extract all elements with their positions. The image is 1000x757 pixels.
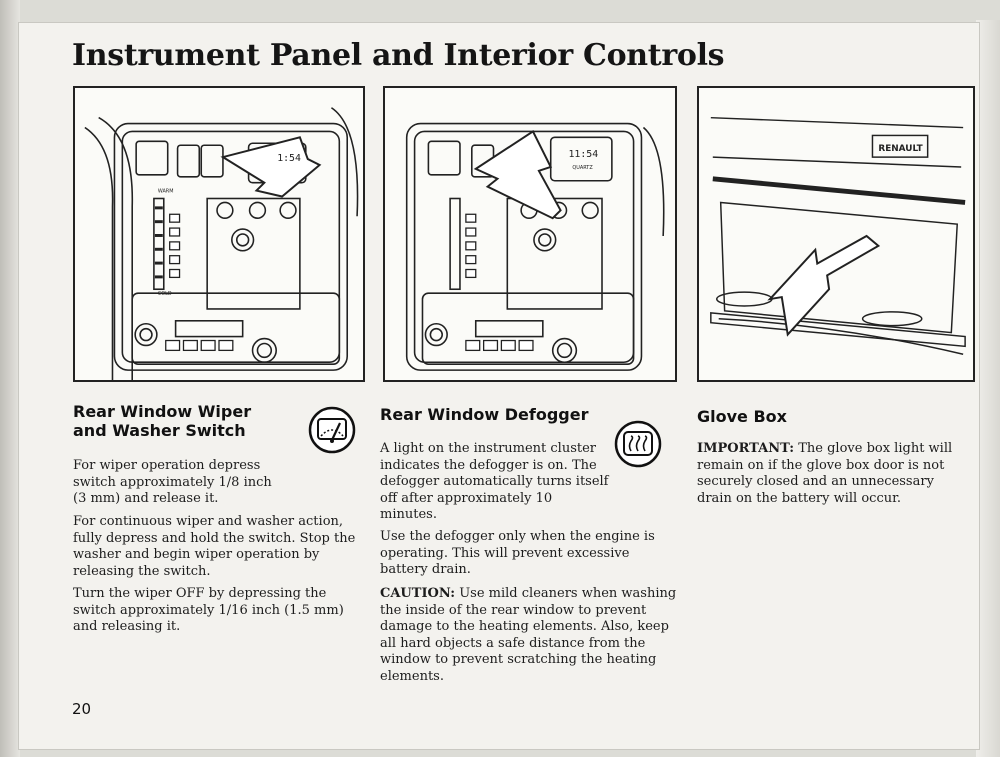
defogger-illustration: 11:54 QUARTZ	[383, 86, 677, 382]
console-drawing-2: 11:54 QUARTZ	[405, 122, 665, 371]
rear-wiper-icon	[308, 406, 356, 454]
defogger-paragraph-1: A light on the instrument cluster indica…	[380, 441, 609, 522]
book-spine	[0, 0, 20, 757]
important-text: The glove box light will remain on if th…	[697, 441, 953, 506]
glove-box-illustration: RENAULT	[697, 86, 975, 382]
next-page-edge	[976, 20, 1000, 757]
rear-defogger-icon	[614, 420, 662, 468]
wiper-paragraph-2: For continuous wiper and washer action, …	[73, 514, 356, 579]
pointer-arrow-1	[220, 136, 322, 198]
page-title: Instrument Panel and Interior Controls	[72, 38, 725, 73]
wiper-switch-illustration: 1:54 WARM COLD	[73, 86, 365, 382]
caution-text: Use mild cleaners when washing the insid…	[380, 586, 677, 684]
defogger-caution: CAUTION: Use mild cleaners when washing …	[380, 586, 678, 685]
important-label: IMPORTANT:	[697, 441, 795, 456]
caution-label: CAUTION:	[380, 586, 456, 601]
dashboard-drawing-3: RENAULT	[710, 116, 966, 355]
defogger-paragraph-2: Use the defogger only when the engine is…	[380, 529, 655, 577]
scale-bottom-label: COLD	[158, 291, 172, 297]
glovebox-important: IMPORTANT: The glove box light will rema…	[697, 441, 967, 507]
wiper-heading-line2: and Washer Switch	[73, 421, 246, 440]
pointer-arrow-3	[767, 234, 881, 337]
wiper-paragraph-1: For wiper operation depress switch appro…	[73, 458, 272, 506]
pointer-arrow-2	[473, 129, 562, 220]
wiper-paragraph-3: Turn the wiper OFF by depressing the swi…	[73, 586, 344, 634]
scale-top-label: WARM	[158, 189, 174, 195]
clock-display-2: 11:54	[568, 149, 598, 160]
clock-display-1: 1:54	[277, 153, 301, 164]
console-drawing-1: 1:54 WARM COLD	[84, 107, 359, 380]
clock-sub-label: QUARTZ	[572, 165, 593, 171]
wiper-heading-line1: Rear Window Wiper	[73, 402, 252, 421]
defogger-heading: Rear Window Defogger	[380, 405, 589, 424]
wiper-heading: Rear Window Wiper and Washer Switch	[73, 402, 251, 440]
brand-badge: RENAULT	[878, 144, 922, 154]
glovebox-heading: Glove Box	[697, 407, 787, 426]
page-number: 20	[72, 700, 92, 718]
